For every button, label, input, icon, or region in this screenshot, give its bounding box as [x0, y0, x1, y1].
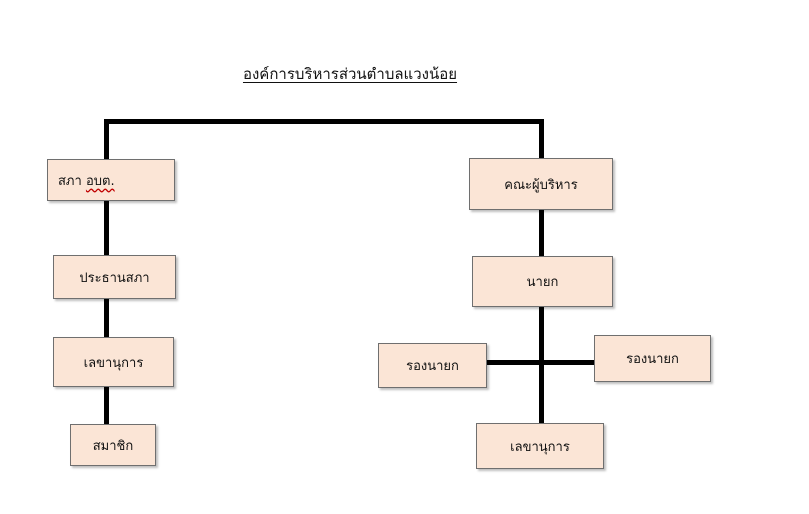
mayor-box: นายก [472, 256, 613, 307]
members-box: สมาชิก [70, 424, 156, 466]
deputy-horizontal-connector [486, 360, 596, 365]
deputy-right-box: รองนายก [594, 335, 711, 382]
executives-label: คณะผู้บริหาร [504, 177, 578, 193]
chairman-box: ประธานสภา [53, 255, 176, 299]
left-vertical-connector [104, 200, 109, 432]
council-box: สภา อบต. [47, 159, 175, 201]
left-drop-connector [104, 119, 109, 161]
right-secretary-label: เลขานุการ [510, 439, 570, 455]
council-abbr: อบต. [85, 173, 115, 189]
right-secretary-box: เลขานุการ [476, 423, 604, 469]
members-label: สมาชิก [92, 438, 134, 454]
deputy-right-label: รองนายก [626, 352, 679, 367]
right-vertical-upper-connector [539, 210, 544, 258]
chart-title: องค์การบริหารส่วนตำบลแวงน้อย [242, 65, 458, 83]
mayor-label: นายก [526, 275, 559, 290]
right-vertical-lower-connector [539, 306, 544, 426]
chairman-label: ประธานสภา [79, 270, 150, 286]
deputy-left-label: รองนายก [406, 359, 459, 374]
council-prefix: สภา [58, 173, 82, 189]
deputy-left-box: รองนายก [378, 343, 487, 388]
left-secretary-box: เลขานุการ [53, 337, 174, 387]
top-connector [104, 119, 544, 124]
left-secretary-label: เลขานุการ [83, 355, 144, 371]
executives-box: คณะผู้บริหาร [469, 158, 613, 210]
right-drop-connector [539, 119, 544, 161]
